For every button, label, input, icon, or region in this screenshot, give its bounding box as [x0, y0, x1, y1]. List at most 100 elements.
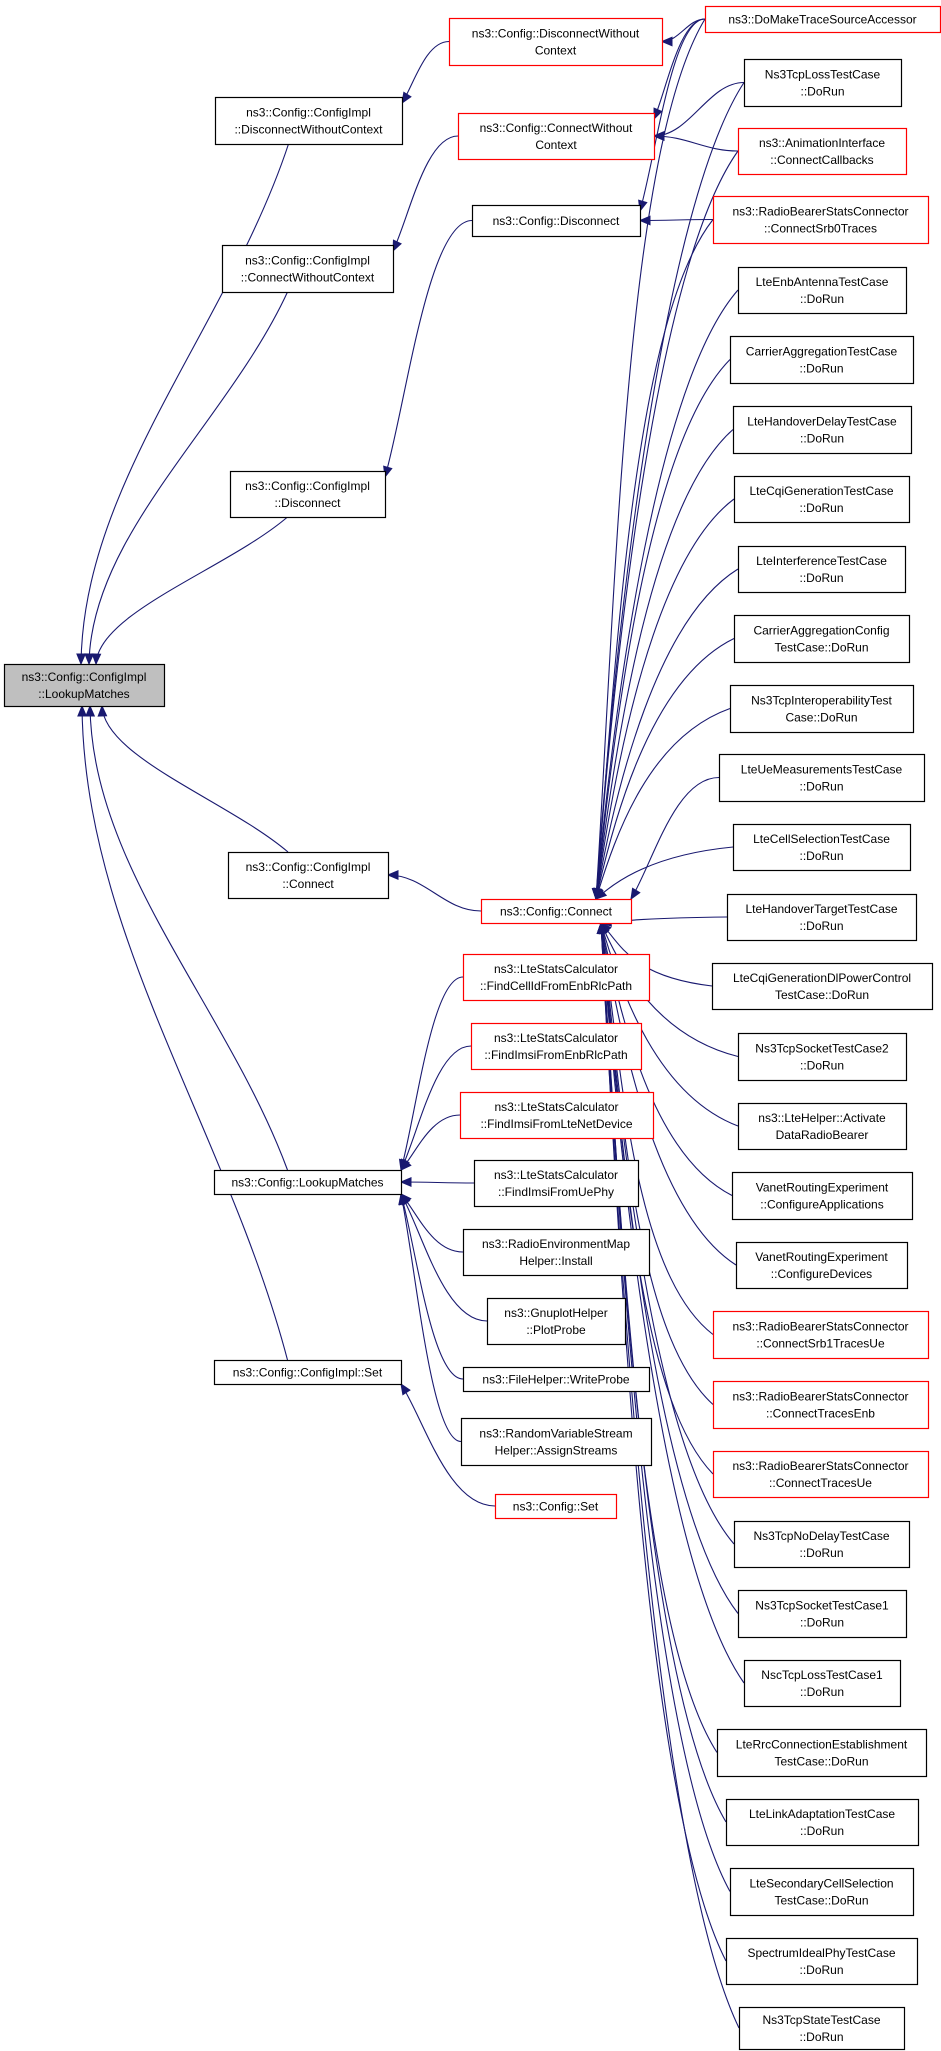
- node-ns3-tcp-socket1: Ns3TcpSocketTestCase1::DoRun: [737, 1589, 908, 1639]
- edge-config-lookupmatches-to-lookupmatches-impl: [89, 705, 289, 1171]
- node-label-line: ::PlotProbe: [526, 1323, 586, 1337]
- node-label-line: SpectrumIdealPhyTestCase: [747, 1946, 895, 1960]
- node-label-line: ns3::LteStatsCalculator: [494, 1100, 618, 1114]
- node-do-make-trace-source-accessor[interactable]: ns3::DoMakeTraceSourceAccessor: [704, 5, 941, 34]
- edge-find-imsi-lte-net-device-to-config-lookupmatches: [400, 1114, 461, 1171]
- edge-layer: [76, 18, 745, 2029]
- node-label-line: LteCqiGenerationTestCase: [749, 484, 893, 498]
- node-label-line: ns3::FileHelper::WriteProbe: [482, 1373, 629, 1387]
- node-config-connect-without-context[interactable]: ns3::Config::ConnectWithoutContext: [457, 112, 656, 161]
- node-box: [473, 1159, 640, 1208]
- node-label-line: ns3::Config::ConfigImpl: [22, 670, 147, 684]
- edge-random-variable-assign-to-config-lookupmatches: [400, 1193, 462, 1443]
- node-radio-bearer-srb0[interactable]: ns3::RadioBearerStatsConnector::ConnectS…: [712, 195, 930, 245]
- edge-do-make-trace-source-accessor-to-config-disconnect-without-context-arrowhead: [660, 36, 673, 47]
- node-label-line: CarrierAggregationConfig: [753, 624, 889, 638]
- edge-connect-impl-to-lookupmatches-impl-arrowhead: [97, 704, 108, 717]
- node-label-line: ::DoRun: [799, 1546, 843, 1560]
- node-box: [731, 1171, 914, 1221]
- edge-radio-bearer-srb0-to-config-disconnect-arrowhead: [638, 215, 651, 226]
- edge-connect-without-context-impl-to-lookupmatches-impl: [88, 291, 288, 665]
- node-label-line: VanetRoutingExperiment: [756, 1181, 889, 1195]
- node-box: [712, 1380, 930, 1430]
- node-box: [732, 405, 913, 455]
- node-box: [725, 1798, 920, 1847]
- node-box: [732, 823, 912, 872]
- node-label-line: LteLinkAdaptationTestCase: [749, 1807, 895, 1821]
- node-box: [448, 17, 664, 67]
- node-radio-bearer-enb[interactable]: ns3::RadioBearerStatsConnector::ConnectT…: [712, 1380, 930, 1430]
- edge-ltehelper-activate-to-config-connect: [600, 922, 739, 1127]
- node-config-disconnect-without-context[interactable]: ns3::Config::DisconnectWithoutContext: [448, 17, 664, 67]
- node-label-line: NscTcpLossTestCase1: [761, 1668, 883, 1682]
- node-label-line: ns3::RadioBearerStatsConnector: [732, 1320, 908, 1334]
- node-config-connect[interactable]: ns3::Config::Connect: [480, 898, 633, 925]
- node-label-line: Ns3TcpStateTestCase: [762, 2013, 880, 2027]
- edge-config-disconnect-to-disconnect-impl: [384, 219, 473, 478]
- node-find-imsi-ue-phy: ns3::LteStatsCalculator::FindImsiFromUeP…: [473, 1159, 640, 1208]
- edge-config-lookupmatches-to-lookupmatches-impl-arrowhead: [85, 704, 96, 717]
- node-box: [462, 1228, 651, 1277]
- node-label-line: LteRrcConnectionEstablishment: [736, 1738, 908, 1752]
- node-label-line: Ns3TcpNoDelayTestCase: [753, 1529, 889, 1543]
- edge-find-cellid-enb-rlc-to-config-lookupmatches: [400, 976, 464, 1171]
- node-box: [743, 58, 903, 108]
- node-box: [737, 545, 907, 594]
- node-lte-cell-selection: LteCellSelectionTestCase::DoRun: [732, 823, 912, 872]
- edge-do-make-trace-source-accessor-to-config-disconnect: [639, 18, 706, 212]
- node-label-line: ::DoRun: [799, 780, 843, 794]
- node-ns3-tcp-socket2: Ns3TcpSocketTestCase2::DoRun: [737, 1032, 908, 1082]
- node-vanet-apps: VanetRoutingExperiment::ConfigureApplica…: [731, 1171, 914, 1221]
- node-label-line: ::Disconnect: [274, 496, 341, 510]
- node-find-imsi-lte-net-device[interactable]: ns3::LteStatsCalculator::FindImsiFromLte…: [459, 1091, 655, 1140]
- edge-config-connect-without-context-to-connect-without-context-impl-arrowhead: [392, 239, 402, 253]
- edge-animation-connect-callbacks-to-config-connect-without-context: [653, 135, 739, 152]
- node-radio-bearer-ue[interactable]: ns3::RadioBearerStatsConnector::ConnectT…: [712, 1450, 930, 1499]
- edge-disconnect-without-context-impl-to-lookupmatches-impl-arrowhead: [76, 653, 87, 666]
- node-layer: ns3::Config::ConfigImpl::LookupMatchesns…: [3, 5, 941, 2051]
- node-box: [213, 1169, 403, 1196]
- node-box: [743, 1659, 902, 1708]
- node-ns3-tcp-nodelay: Ns3TcpNoDelayTestCase::DoRun: [733, 1520, 911, 1569]
- node-box: [729, 684, 915, 734]
- node-box: [733, 1520, 911, 1569]
- node-config-set[interactable]: ns3::Config::Set: [494, 1493, 618, 1520]
- node-box: [462, 1366, 651, 1393]
- node-disconnect-without-context-impl: ns3::Config::ConfigImpl::DisconnectWitho…: [214, 96, 404, 146]
- edge-ns3-tcp-nodelay-to-config-connect: [600, 922, 735, 1545]
- edge-ns3-tcp-interoperability-to-config-connect: [595, 707, 731, 900]
- edge-find-imsi-ue-phy-to-config-lookupmatches: [400, 1181, 475, 1184]
- edge-connect-without-context-impl-to-lookupmatches-impl-arrowhead: [84, 653, 95, 666]
- node-label-line: ::DoRun: [799, 362, 843, 376]
- node-label-line: ::Connect: [282, 877, 334, 891]
- node-radio-bearer-srb1[interactable]: ns3::RadioBearerStatsConnector::ConnectS…: [712, 1310, 930, 1360]
- node-disconnect-impl: ns3::Config::ConfigImpl::Disconnect: [229, 470, 387, 519]
- edge-lte-handover-delay-to-config-connect: [595, 429, 734, 900]
- node-box: [716, 1728, 928, 1778]
- node-label-line: ns3::LteStatsCalculator: [494, 1168, 618, 1182]
- node-animation-connect-callbacks[interactable]: ns3::AnimationInterface::ConnectCallback…: [737, 127, 908, 176]
- node-find-cellid-enb-rlc[interactable]: ns3::LteStatsCalculator::FindCellIdFromE…: [462, 953, 651, 1002]
- node-ns3-tcp-loss-test: Ns3TcpLossTestCase::DoRun: [743, 58, 903, 108]
- node-label-line: Case::DoRun: [785, 711, 857, 725]
- node-label-line: TestCase::DoRun: [775, 988, 869, 1002]
- node-box: [213, 1359, 403, 1386]
- node-box: [460, 1417, 653, 1467]
- node-label-line: ns3::Config::ConfigImpl::Set: [233, 1366, 383, 1380]
- node-label-line: TestCase::DoRun: [774, 1894, 868, 1908]
- node-label-line: ::DoRun: [800, 1616, 844, 1630]
- edge-config-connect-to-connect-impl-arrowhead: [386, 870, 399, 880]
- node-box: [718, 753, 926, 803]
- node-label-line: Helper::Install: [519, 1254, 592, 1268]
- node-box: [227, 851, 390, 900]
- node-label-line: ::DoRun: [799, 501, 843, 515]
- edge-lte-cell-selection-to-config-connect: [595, 846, 734, 900]
- node-label-line: Helper::AssignStreams: [495, 1444, 618, 1458]
- node-box: [214, 96, 404, 146]
- edge-lte-enb-antenna-to-config-connect: [595, 289, 739, 900]
- node-find-imsi-enb-rlc[interactable]: ns3::LteStatsCalculator::FindImsiFromEnb…: [470, 1022, 643, 1071]
- edge-find-imsi-lte-net-device-to-config-lookupmatches-arrowhead: [400, 1158, 412, 1171]
- edge-disconnect-without-context-impl-to-lookupmatches-impl: [80, 143, 290, 665]
